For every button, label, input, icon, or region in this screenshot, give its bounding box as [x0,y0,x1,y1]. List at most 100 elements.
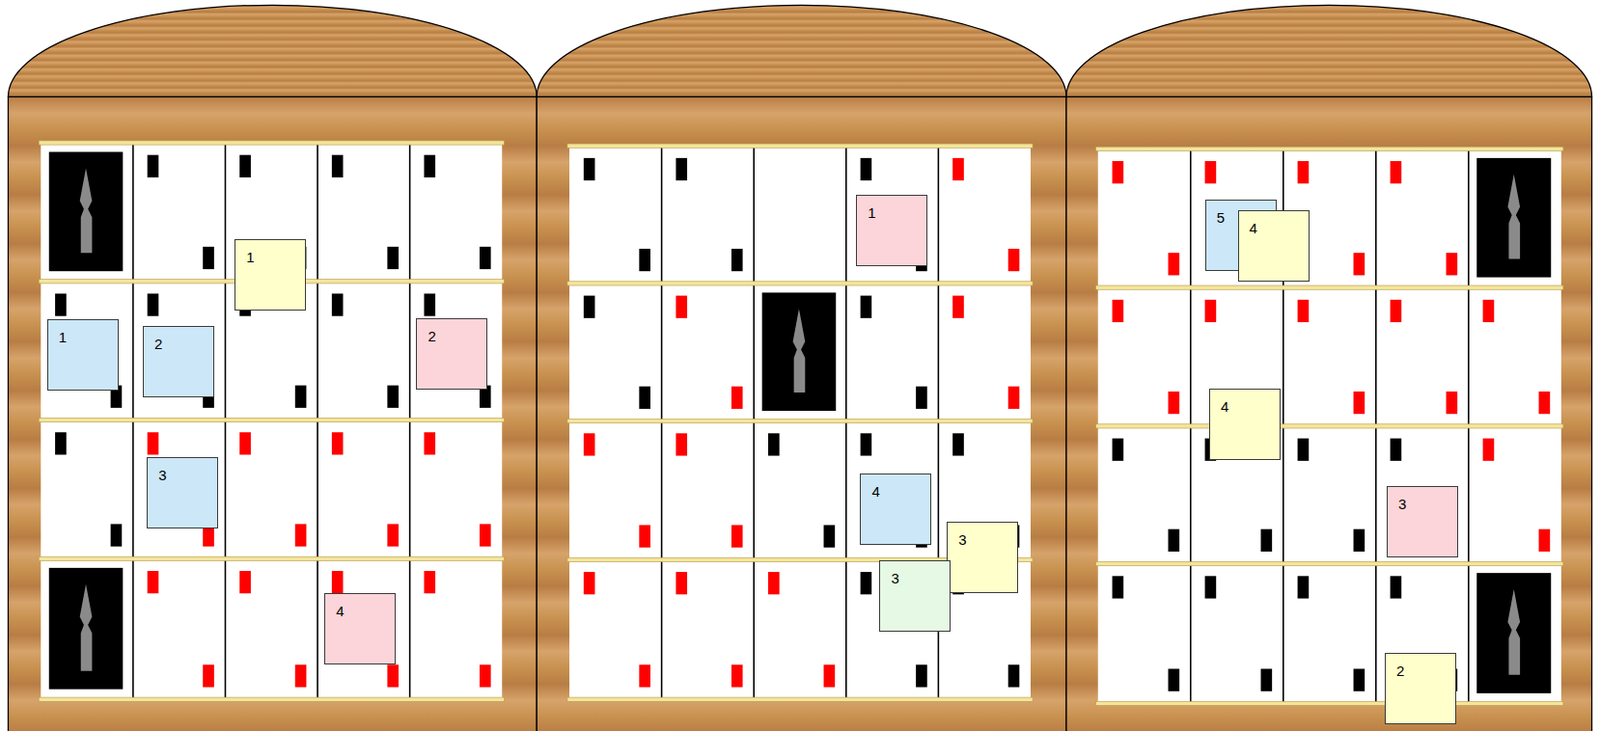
card-mark [1353,391,1366,414]
sticky-note: 2 [142,326,215,398]
card-mark [331,432,344,455]
shelf-band [38,417,504,422]
card-mark [202,664,215,688]
card-mark [1168,252,1181,276]
card-mark [952,158,965,181]
card-mark [583,572,596,595]
card-mark [675,296,688,319]
cell-divider [132,281,135,421]
card-mark [1168,391,1181,414]
sticky-note: 3 [946,522,1019,594]
cell-divider [409,281,412,421]
sticky-note: 4 [1238,210,1310,282]
cell-divider [224,281,227,421]
cabinet-arch [7,4,537,97]
card-mark [1446,391,1459,414]
cell-divider [937,283,940,422]
card-mark [386,247,399,270]
card-mark [675,433,688,456]
card-mark [860,433,873,456]
note-number: 2 [143,327,214,352]
card-mark [1261,669,1273,692]
cell-divider [1375,426,1378,565]
sticky-note: 4 [1209,388,1281,461]
card-mark [423,432,436,455]
card-mark [1390,576,1403,599]
cell-divider [845,283,848,422]
cell-divider [132,558,135,700]
cell-divider [316,420,319,560]
card-mark [295,386,307,409]
card-mark [479,524,492,547]
cell-divider [1467,148,1470,288]
cell-divider [132,420,135,560]
card-mark [423,155,436,178]
cell-divider [224,420,227,560]
cell-divider [316,142,319,282]
sticky-note: 3 [1386,486,1459,558]
card-mark [423,293,436,316]
blade-figure [1507,174,1520,260]
cell-divider [1375,564,1378,705]
cell-divider [845,559,848,700]
card-mark [1112,576,1125,599]
card-mark [331,293,344,316]
sticky-note: 3 [146,457,219,529]
card-mark [638,386,651,410]
dark-card [1476,158,1551,278]
card-mark [331,571,344,594]
blade-figure [1507,589,1520,676]
shelf-band [567,419,1033,424]
shelf-band [38,140,504,145]
cell-divider [1189,148,1192,288]
card-mark [55,293,67,316]
card-mark [386,524,399,547]
blade-figure [80,584,93,672]
note-number: 1 [48,320,118,345]
card-mark [768,572,780,595]
note-number: 3 [1387,487,1458,512]
cell-divider [937,145,940,284]
card-mark [1297,576,1310,599]
cell-divider [1467,287,1470,427]
card-mark [731,386,744,410]
note-number: 4 [325,594,395,619]
sticky-note: 3 [879,560,951,633]
card-mark [860,158,873,181]
card-mark [1297,161,1310,184]
card-mark [110,524,123,547]
card-mark [583,296,596,319]
card-mark [1297,300,1310,323]
cell-divider [1189,564,1192,705]
card-mark [55,432,67,455]
note-number: 4 [860,474,931,499]
cell-divider [1189,426,1192,565]
card-mark [479,247,492,270]
cell-divider [661,145,663,284]
shelf-band [567,143,1033,148]
cell-divider [1282,287,1285,427]
cell-divider [224,142,227,282]
shelf-band [1096,285,1564,290]
cell-divider [752,145,755,284]
card-mark [386,664,399,688]
card-mark [1261,529,1273,552]
card-mark [824,524,836,548]
card-mark [1483,300,1495,323]
cell-divider [1467,426,1470,565]
card-mark [860,572,873,595]
dark-card [49,568,124,690]
cell-divider [845,145,848,284]
cell-divider [1282,426,1285,565]
card-mark [1112,161,1125,184]
card-mark [1205,576,1217,599]
card-mark [915,386,928,410]
card-mark [1390,300,1403,323]
card-mark [1008,386,1021,410]
card-mark [1446,252,1459,276]
note-number: 4 [1239,211,1309,236]
sticky-note: 4 [859,473,932,546]
card-mark [915,664,928,688]
